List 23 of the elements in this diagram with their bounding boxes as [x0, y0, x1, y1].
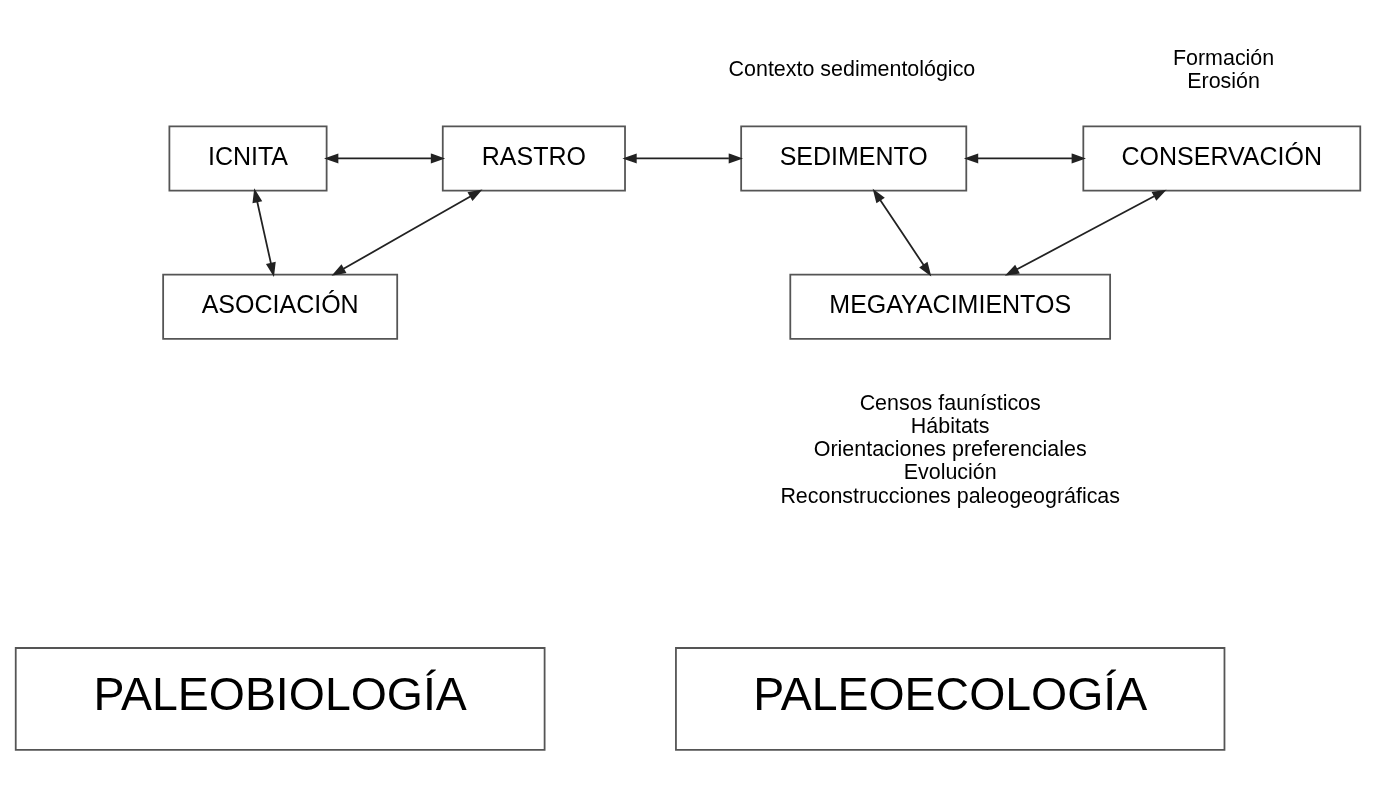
node-box: ASOCIACIÓN	[162, 273, 399, 340]
node-box: ICNITA	[168, 125, 328, 192]
arrow	[963, 153, 1086, 164]
node-box: SEDIMENTO	[740, 125, 968, 192]
arrow	[872, 188, 932, 277]
node-box: RASTRO	[441, 125, 626, 192]
arrow	[1004, 189, 1167, 276]
node-label: Formación	[1172, 45, 1275, 70]
node-box: PALEOECOLOGÍA	[675, 647, 1226, 751]
node-box: CONSERVACIÓN	[1082, 125, 1362, 192]
node-label: Evolución	[903, 460, 997, 485]
node-label: Censos faunísticos	[859, 390, 1041, 415]
arrow	[252, 188, 276, 277]
arrow	[622, 153, 743, 164]
node-box: PALEOBIOLOGÍA	[14, 647, 546, 751]
node-label: Orientaciones preferenciales	[813, 437, 1087, 462]
node-label: Reconstrucciones paleogeográficas	[780, 483, 1121, 508]
node-box: MEGAYACIMIENTOS	[789, 273, 1111, 340]
arrow	[331, 189, 483, 276]
node-label: Erosión	[1187, 69, 1260, 94]
node-label: Contexto sedimentológico	[728, 57, 976, 82]
node-label: Hábitats	[910, 413, 990, 438]
arrow	[324, 153, 446, 164]
